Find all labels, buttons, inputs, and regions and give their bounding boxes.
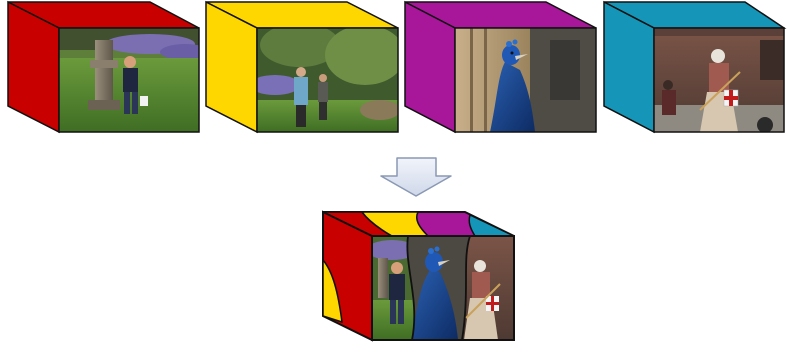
composite-top-blue-region bbox=[469, 215, 514, 236]
red-cube bbox=[8, 2, 210, 132]
knight-performer-image bbox=[654, 28, 784, 133]
yellow-cube bbox=[206, 2, 405, 132]
people-in-garden-image bbox=[250, 23, 405, 132]
peacock-image bbox=[455, 28, 596, 132]
boy-in-garden-image bbox=[59, 28, 210, 132]
blue-cube bbox=[604, 2, 784, 133]
down-arrow bbox=[381, 158, 451, 196]
purple-cube bbox=[405, 2, 596, 132]
composite-cube bbox=[323, 212, 514, 340]
composite-knight-region bbox=[462, 236, 514, 340]
